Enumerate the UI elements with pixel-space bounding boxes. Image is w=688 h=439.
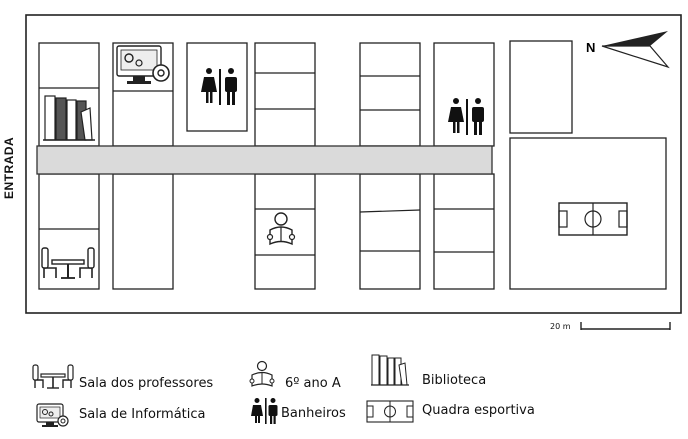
entrance-label: ENTRADA [2, 136, 16, 200]
block-7-top [509, 40, 573, 134]
block-6-top [433, 42, 495, 147]
school-boundary [25, 14, 682, 314]
scale-bar [580, 322, 671, 330]
teachers-room-icon [41, 247, 95, 279]
computer-lab-icon [116, 45, 170, 84]
legend-label-class-6a: 6º ano A [285, 376, 341, 391]
sports-court-legend-icon [366, 400, 414, 423]
block-4-top [254, 42, 316, 147]
teachers-room-legend-icon [32, 364, 74, 389]
legend-label-sports-court: Quadra esportiva [422, 403, 535, 418]
reading-student-legend-icon [249, 360, 275, 387]
computer-lab-legend-icon [36, 403, 69, 427]
bathroom-block-top [186, 42, 248, 132]
library-legend-icon [371, 354, 409, 386]
reading-student-icon [266, 212, 296, 246]
block-5-top [359, 42, 421, 147]
sports-court-icon [558, 202, 628, 236]
library-icon [43, 95, 95, 141]
block-6-bottom [433, 173, 495, 290]
bathroom-legend-icon [251, 398, 278, 424]
bathroom-icon [201, 68, 237, 105]
legend-label-bathrooms: Banheiros [281, 406, 346, 421]
block-5-bottom [359, 173, 421, 290]
legend-label-computer-lab: Sala de Informática [79, 407, 206, 422]
corridor [36, 145, 493, 175]
legend-label-library: Biblioteca [422, 373, 487, 388]
bathroom-icon [448, 98, 484, 135]
block-2-bottom [112, 173, 174, 290]
north-arrow-icon: N [586, 31, 670, 69]
svg-text:N: N [586, 40, 595, 55]
scale-label: 20 m [550, 322, 571, 331]
legend-label-teachers-room: Sala dos professores [79, 376, 214, 391]
